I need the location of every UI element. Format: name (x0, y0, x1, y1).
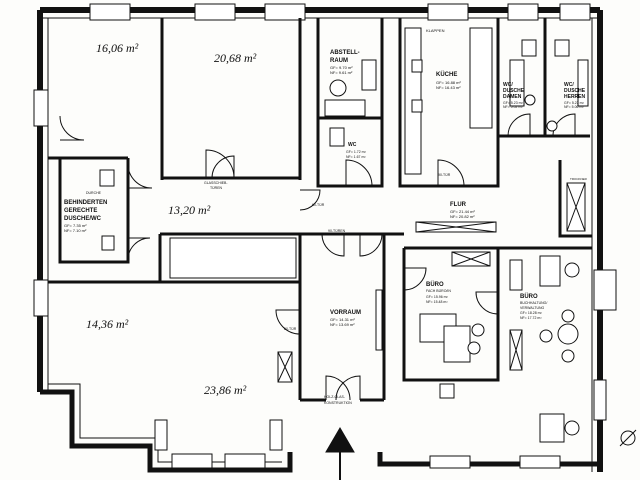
trockner-label: TROCKNER (570, 177, 588, 181)
kueche-name: KÜCHE (436, 71, 457, 78)
vorraum-gf: GF= 14.31 m² (330, 317, 355, 322)
kueche-gf: GF= 16.88 m² (436, 80, 461, 85)
wc-herren-gf: GF= 5.23 m² (564, 101, 585, 105)
right-windows (593, 269, 617, 421)
wc-damen-gf: GF= 5.23 m² (503, 101, 524, 105)
area-left-large: 14,36 m² (86, 317, 129, 331)
area-left-middle: 13,20 m² (168, 203, 211, 217)
flur-gf: GF= 21.44 m² (450, 209, 475, 214)
wc-herren-nf: NF= 5.06 m² (564, 105, 584, 109)
buero2-sub2: VERWALTUNG (520, 306, 545, 310)
buero1-name: BÜRO (426, 281, 444, 288)
glass-partitions (169, 182, 586, 279)
buero2-gf: GF= 18.28 m² (520, 311, 543, 315)
top-windows (89, 3, 591, 21)
behinderten-top: DURCHE (86, 191, 102, 195)
bottom-windows (154, 419, 561, 469)
flur-nf: NF= 20.82 m² (450, 214, 475, 219)
holz-label-2: KONSTRUKTION (324, 401, 352, 405)
tuer-label-2: 90-TÜR (438, 173, 451, 177)
wc-herren-l1: WC/ (564, 82, 574, 88)
cabinet-crosses (277, 182, 586, 383)
wc-small-nf: NF= 1.67 m² (346, 155, 366, 159)
behinderten-nf: NF= 7.10 m² (64, 228, 87, 233)
buero2-nf: NF= 17.72 m² (520, 316, 542, 320)
wc-damen-l3: DAMEN (503, 94, 522, 100)
tuer-label-1: 60-TÜR (312, 203, 325, 207)
vorraum-name: VORRAUM (330, 310, 361, 316)
buero1-nf: NF= 15.48 m² (426, 300, 448, 304)
klappen-label: KLAPPEN (426, 28, 445, 33)
buero1-gf: GF= 15.96 m² (426, 295, 449, 299)
wc-herren-l2: DUSCHE (564, 88, 586, 94)
left-windows (33, 89, 49, 317)
north-arrow-icon (325, 427, 355, 480)
doors (59, 113, 576, 401)
area-bottom-large: 23,86 m² (204, 383, 247, 397)
area-top-left: 16,06 m² (96, 41, 139, 55)
buero1-sub: FACH BÜRO/IN (426, 289, 451, 293)
kueche-nf: NF= 16.43 m² (436, 85, 461, 90)
glastuer-label-2: TÜREN (210, 186, 223, 190)
tuer-label-3: 90-TÜREN (328, 229, 346, 233)
vorraum-nf: NF= 13.69 m² (330, 322, 355, 327)
flur-name: FLUR (450, 202, 467, 208)
abstellraum-nf: NF= 9.61 m² (330, 70, 353, 75)
abstellraum-gf: GF= 9.70 m² (330, 65, 353, 70)
interior-walls (48, 18, 592, 402)
abstellraum-l1: ABSTELL- (330, 50, 360, 56)
wc-damen-l2: DUSCHE (503, 88, 525, 94)
buero2-name: BÜRO (520, 293, 538, 300)
buero2-sub1: BUCHHALTUNG/ (520, 301, 547, 305)
behinderten-l1: BEHINDERTEN (64, 200, 107, 206)
wc-damen-nf: NF= 5.02 m² (503, 105, 523, 109)
abstellraum-l2: RAUM (330, 58, 348, 64)
wc-small-name: WC (348, 142, 357, 148)
behinderten-gf: GF= 7.35 m² (64, 223, 87, 228)
area-top-middle: 20,68 m² (214, 51, 257, 65)
tuer-label-4: 60-TÜR (284, 327, 297, 331)
wc-herren-l3: HERREN (564, 94, 586, 100)
glastuer-label: GLASSCHIEB- (204, 181, 228, 185)
compass-icon (619, 429, 637, 447)
holz-label: HOLZ-GLAS- (324, 395, 346, 399)
wc-damen-l1: WC/ (503, 82, 513, 88)
behinderten-l3: DUSCHE/WC (64, 216, 102, 222)
wc-small-gf: GF= 1.72 m² (346, 150, 367, 154)
outer-walls (37, 7, 603, 473)
behinderten-l2: GERECHTE (64, 208, 97, 214)
